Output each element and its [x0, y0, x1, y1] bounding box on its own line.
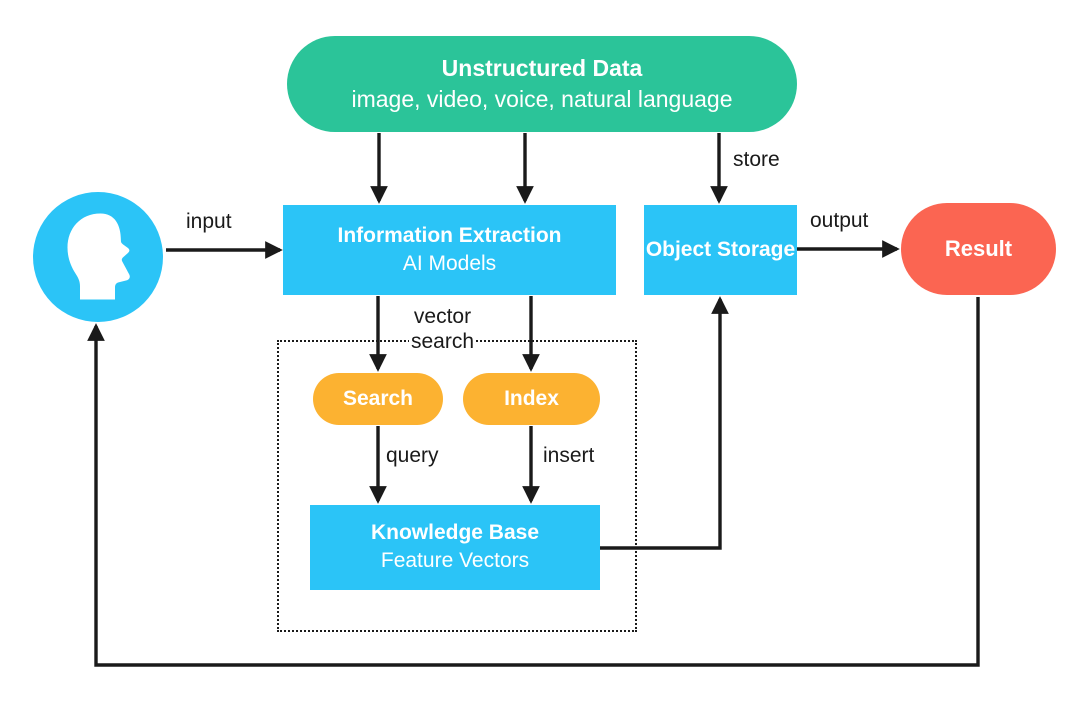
node-result[interactable]: Result: [901, 203, 1056, 295]
edge-label-insert: insert: [543, 444, 595, 467]
node-information-extraction-title: Information Extraction: [337, 223, 562, 247]
edge-label-input: input: [186, 210, 232, 233]
node-object-storage[interactable]: Object Storage: [644, 205, 797, 295]
node-result-title: Result: [944, 236, 1013, 262]
edge-label-store: store: [733, 148, 780, 171]
node-search-title: Search: [342, 386, 414, 410]
node-information-extraction-subtitle: AI Models: [402, 251, 497, 275]
node-search[interactable]: Search: [313, 373, 443, 425]
group-label-vector-search-line2: search: [411, 329, 475, 353]
node-knowledge-base[interactable]: Knowledge Base Feature Vectors: [310, 505, 600, 590]
edge-label-query: query: [386, 444, 439, 467]
group-label-vector-search: vector search: [409, 305, 477, 355]
node-index[interactable]: Index: [463, 373, 600, 425]
node-information-extraction[interactable]: Information Extraction AI Models: [283, 205, 616, 295]
node-unstructured-data-subtitle: image, video, voice, natural language: [351, 85, 733, 112]
node-unstructured-data-title: Unstructured Data: [441, 55, 643, 82]
node-knowledge-base-subtitle: Feature Vectors: [380, 549, 530, 572]
node-unstructured-data[interactable]: Unstructured Data image, video, voice, n…: [287, 36, 797, 132]
node-knowledge-base-title: Knowledge Base: [370, 521, 540, 545]
edge-label-output: output: [810, 209, 869, 232]
user-avatar[interactable]: [33, 192, 163, 322]
group-label-vector-search-line1: vector: [413, 305, 472, 328]
node-index-title: Index: [504, 386, 559, 410]
person-head-icon: [56, 211, 140, 303]
node-object-storage-title: Object Storage: [645, 237, 796, 261]
